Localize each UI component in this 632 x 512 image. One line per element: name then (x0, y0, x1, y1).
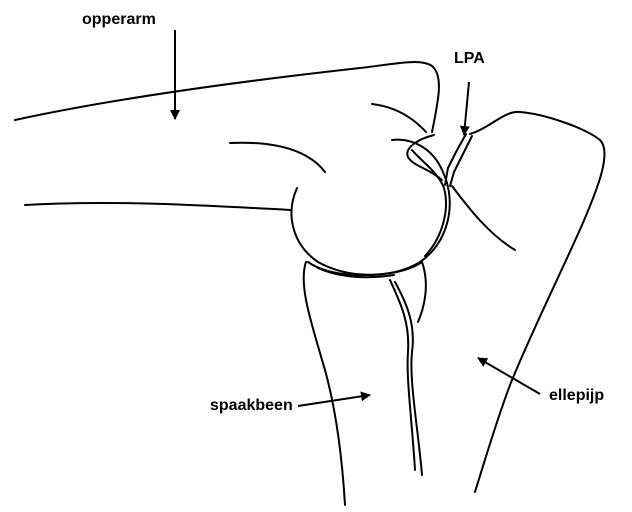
label-opperarm: opperarm (82, 12, 156, 28)
pointer-arrows (175, 30, 540, 406)
radius-outline (304, 262, 426, 505)
label-spaakbeen: spaakbeen (210, 398, 293, 414)
label-lpa: LPA (454, 51, 485, 67)
olecranon-outline (407, 134, 472, 186)
label-ellepijp: ellepijp (549, 388, 604, 404)
ulna-outline (452, 112, 605, 492)
arrow-lpa (464, 82, 469, 135)
humerus-outline (15, 62, 450, 275)
